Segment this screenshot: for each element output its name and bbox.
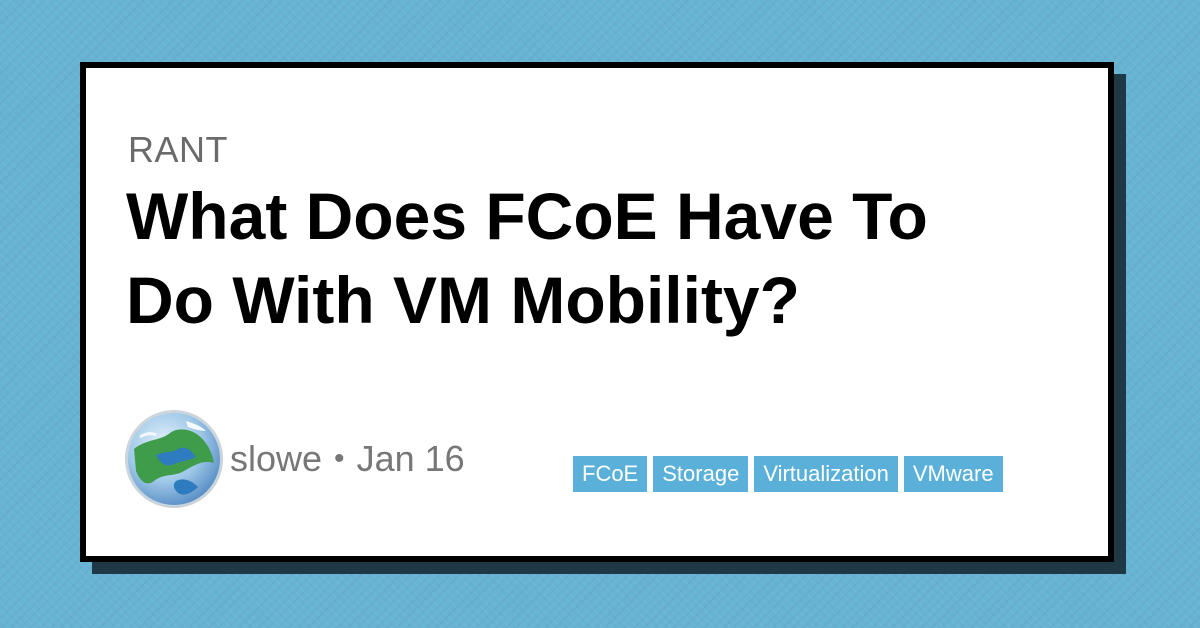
- author-avatar: [126, 411, 222, 507]
- post-title: What Does FCoE Have To Do With VM Mobili…: [126, 179, 928, 337]
- earth-globe-icon: [126, 411, 222, 507]
- post-category: RANT: [128, 129, 228, 170]
- post-date: Jan 16: [356, 438, 465, 479]
- tag-vmware[interactable]: VMware: [903, 456, 1003, 492]
- post-card[interactable]: RANT What Does FCoE Have To Do With VM M…: [80, 62, 1114, 562]
- author-name[interactable]: slowe: [230, 438, 323, 479]
- tag-storage[interactable]: Storage: [653, 456, 749, 492]
- tag-fcoe[interactable]: FCoE: [573, 456, 648, 492]
- tag-virtualization[interactable]: Virtualization: [754, 456, 898, 492]
- meta-separator: •: [334, 442, 345, 475]
- post-meta: slowe • Jan 16: [126, 410, 465, 508]
- tag-list: FCoE Storage Virtualization VMware: [573, 456, 1003, 492]
